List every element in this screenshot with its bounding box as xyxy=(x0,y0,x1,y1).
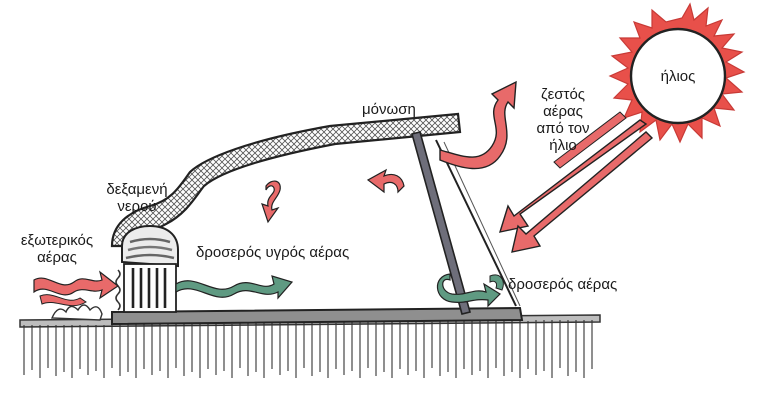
solar-ray-arrows xyxy=(498,111,654,253)
cool-air-arrow xyxy=(436,273,501,308)
outside-air-arrow xyxy=(33,270,120,300)
hot-air-label-line-3: από τον xyxy=(536,120,590,137)
interior-warm-arrow-2 xyxy=(366,168,405,194)
floor-slab xyxy=(111,306,524,326)
sun-label: ήλιος xyxy=(660,68,696,85)
water-tank xyxy=(121,224,179,268)
glazing-wall xyxy=(411,131,521,315)
outside-air-label-line-1: εξωτερικός xyxy=(20,232,94,249)
hot-air-arrow xyxy=(439,80,517,170)
cool-air-arrow-2 xyxy=(489,274,504,291)
wet-pad xyxy=(115,263,177,313)
sun-icon xyxy=(608,2,746,144)
outside-air-label-line-2: αέρας xyxy=(37,249,77,266)
water-tank-label-line-1: δεξαμενή xyxy=(106,181,168,198)
ground xyxy=(19,314,601,378)
outside-air-arrow-2 xyxy=(39,294,87,307)
insulated-roof xyxy=(110,112,462,248)
cool-humid-air-label: δροσερός υγρός αέρας xyxy=(196,244,350,261)
water-tank-label-line-2: νερού xyxy=(117,198,157,215)
hot-air-label-line-2: αέρας xyxy=(543,103,583,120)
vegetation xyxy=(50,304,103,321)
interior-warm-arrow-1 xyxy=(261,180,281,224)
cool-air-label: δροσερός αέρας xyxy=(508,276,618,293)
hot-air-label-line-4: ήλιο xyxy=(549,137,577,154)
insulation-label: μόνωση xyxy=(362,101,416,118)
cool-humid-air-arrow xyxy=(175,275,294,300)
hot-air-label-line-1: ζεστός xyxy=(540,86,586,103)
